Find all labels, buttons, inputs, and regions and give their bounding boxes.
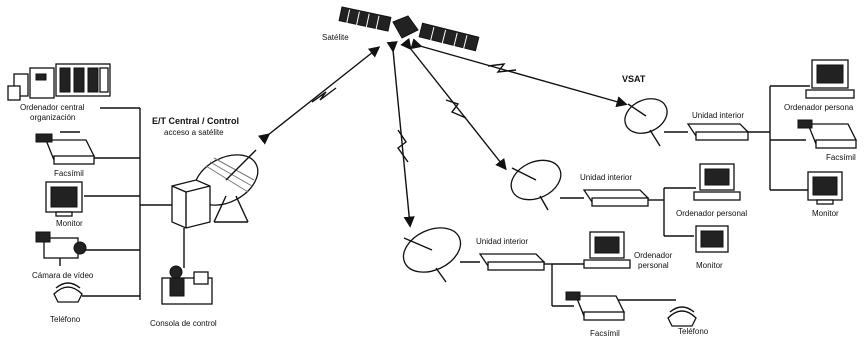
mainframe-icon [8, 64, 110, 100]
bottom-dish-antenna-icon [396, 219, 467, 282]
monitor-left-icon [46, 182, 82, 216]
mid-dish-antenna-icon [505, 153, 567, 210]
satellite-label: Satélite [322, 33, 349, 42]
indoor-unit-bottom-icon [480, 254, 544, 270]
hub-title-line2: acceso a satélite [164, 128, 224, 137]
monitor-mid-icon [696, 226, 728, 252]
monitor-right-icon [808, 172, 842, 204]
indoor-unit-bottom-label: Unidad interior [476, 237, 528, 246]
pc-bottom-label-line1: Ordenador [634, 251, 673, 260]
camera-label: Cámara de vídeo [32, 271, 94, 280]
pc-right-label: Ordenador persona [784, 103, 854, 112]
pc-bottom-icon [584, 232, 630, 268]
hub-title-line1: E/T Central / Control [152, 116, 239, 126]
fax-left-label: Facsímil [54, 169, 84, 178]
monitor-mid-label: Monitor [696, 261, 723, 270]
indoor-unit-mid-label: Unidad interior [580, 173, 632, 182]
org-computer-label-line1: Ordenador central [20, 103, 85, 112]
indoor-unit-right-icon [688, 124, 748, 140]
vsat-dish-antenna-icon [619, 92, 672, 146]
vsat-label: VSAT [622, 74, 646, 84]
indoor-unit-mid-icon [584, 190, 648, 206]
telephone-bottom-icon [668, 307, 696, 326]
pc-bottom-label-line2: personal [638, 261, 669, 270]
hub-equipment-cabinet-icon [172, 180, 210, 228]
phone-left-label: Teléfono [50, 315, 81, 324]
org-computer-label-line2: organización [30, 113, 75, 122]
fax-bottom-icon [566, 292, 624, 320]
fax-left-icon [36, 132, 94, 164]
monitor-left-label: Monitor [56, 219, 83, 228]
video-camera-icon [36, 232, 86, 266]
fax-right-icon [798, 120, 856, 148]
pc-right-icon [806, 60, 854, 98]
console-operator-icon [162, 266, 212, 304]
pc-mid-label: Ordenador personal [676, 209, 747, 218]
telephone-left-icon [54, 283, 82, 302]
monitor-right-label: Monitor [812, 209, 839, 218]
right-bus-lines [748, 86, 810, 190]
pc-mid-icon [694, 164, 740, 200]
indoor-unit-right-label: Unidad interior [692, 111, 744, 120]
fax-bottom-label: Facsímil [590, 329, 620, 338]
satellite-icon [339, 7, 479, 51]
fax-right-label: Facsímil [826, 153, 856, 162]
control-console-label: Consola de control [150, 319, 217, 328]
phone-bottom-label: Teléfono [678, 327, 709, 336]
